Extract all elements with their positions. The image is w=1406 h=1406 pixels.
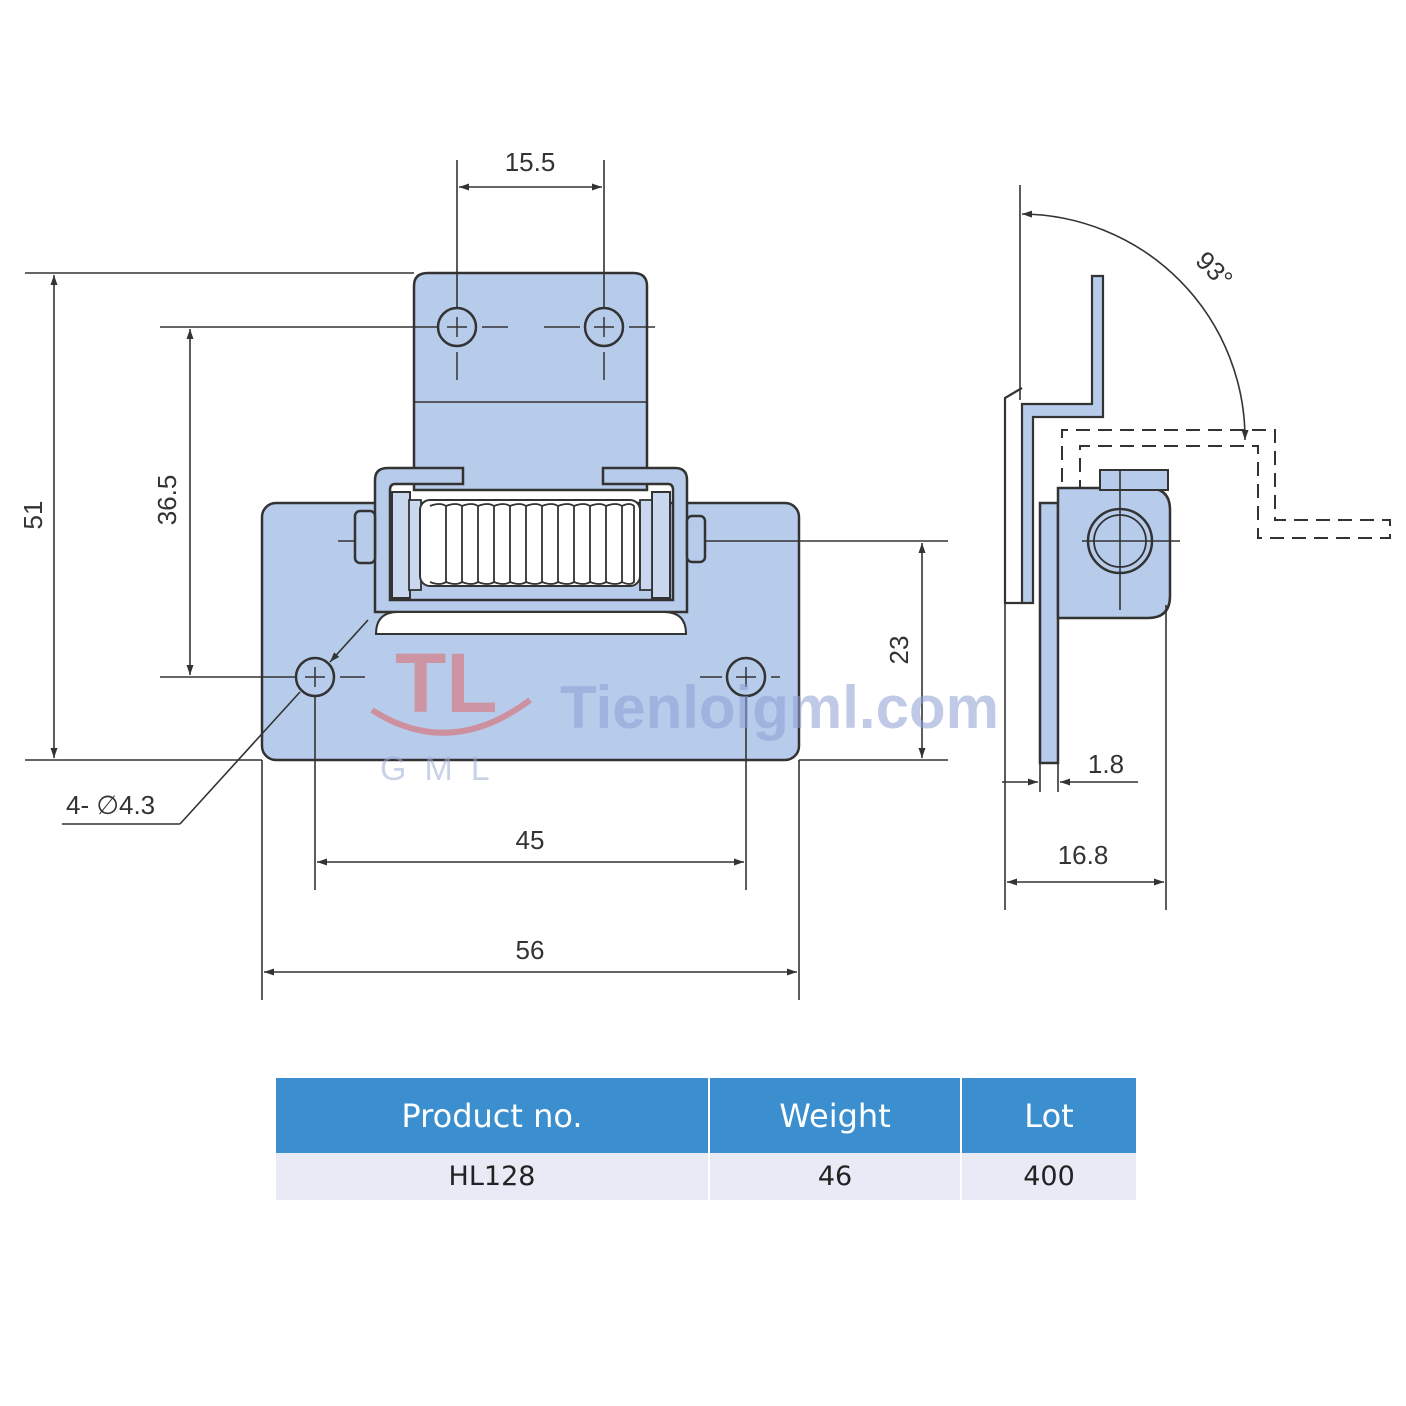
table-row: HL128 46 400 — [276, 1153, 1136, 1200]
dim-hole-spec: 4- ∅4.3 — [66, 790, 155, 820]
cell-lot: 400 — [960, 1153, 1136, 1200]
cell-weight: 46 — [708, 1153, 961, 1200]
side-bracket — [1038, 501, 1060, 765]
dim-axis-to-base: 23 — [884, 636, 914, 665]
header-lot: Lot — [960, 1078, 1136, 1153]
spec-table-header: Product no. Weight Lot — [276, 1078, 1136, 1153]
front-dimensions — [25, 160, 948, 1000]
pin-end-left — [353, 509, 377, 565]
side-dimensions — [1002, 185, 1249, 910]
upper-leaf — [412, 271, 649, 492]
dim-side-depth: 16.8 — [1058, 840, 1109, 870]
knuckle-frame — [373, 466, 689, 614]
header-weight: Weight — [708, 1078, 961, 1153]
dim-overall-width: 56 — [516, 935, 545, 965]
spring — [419, 499, 641, 587]
watermark-logo-sub: GML — [380, 750, 508, 788]
dim-hole-pitch-top: 15.5 — [505, 147, 556, 177]
dim-hole-pitch-bottom: 45 — [516, 825, 545, 855]
slot — [374, 611, 688, 635]
hole-centerlines — [305, 317, 780, 687]
watermark: TL GML Tienloigml.com — [370, 636, 999, 788]
dim-overall-height: 51 — [18, 501, 48, 530]
header-product-no: Product no. — [276, 1078, 709, 1153]
dim-hole-vertical-spacing: 36.5 — [152, 475, 182, 526]
dim-opening-angle: 93° — [1190, 245, 1239, 294]
spring-coils — [429, 503, 635, 585]
front-view — [260, 271, 801, 762]
watermark-logo: TL — [395, 636, 498, 730]
dim-plate-thickness: 1.8 — [1088, 749, 1124, 779]
spec-table: Product no. Weight Lot HL128 46 400 — [276, 1078, 1136, 1200]
side-view — [1003, 274, 1391, 765]
technical-drawing: 15.5 51 36.5 23 4- ∅4.3 45 56 93° 1.8 16… — [18, 147, 1391, 1000]
cell-product-no: HL128 — [276, 1153, 709, 1200]
pin-end-right — [685, 514, 707, 564]
watermark-site: Tienloigml.com — [560, 674, 999, 741]
